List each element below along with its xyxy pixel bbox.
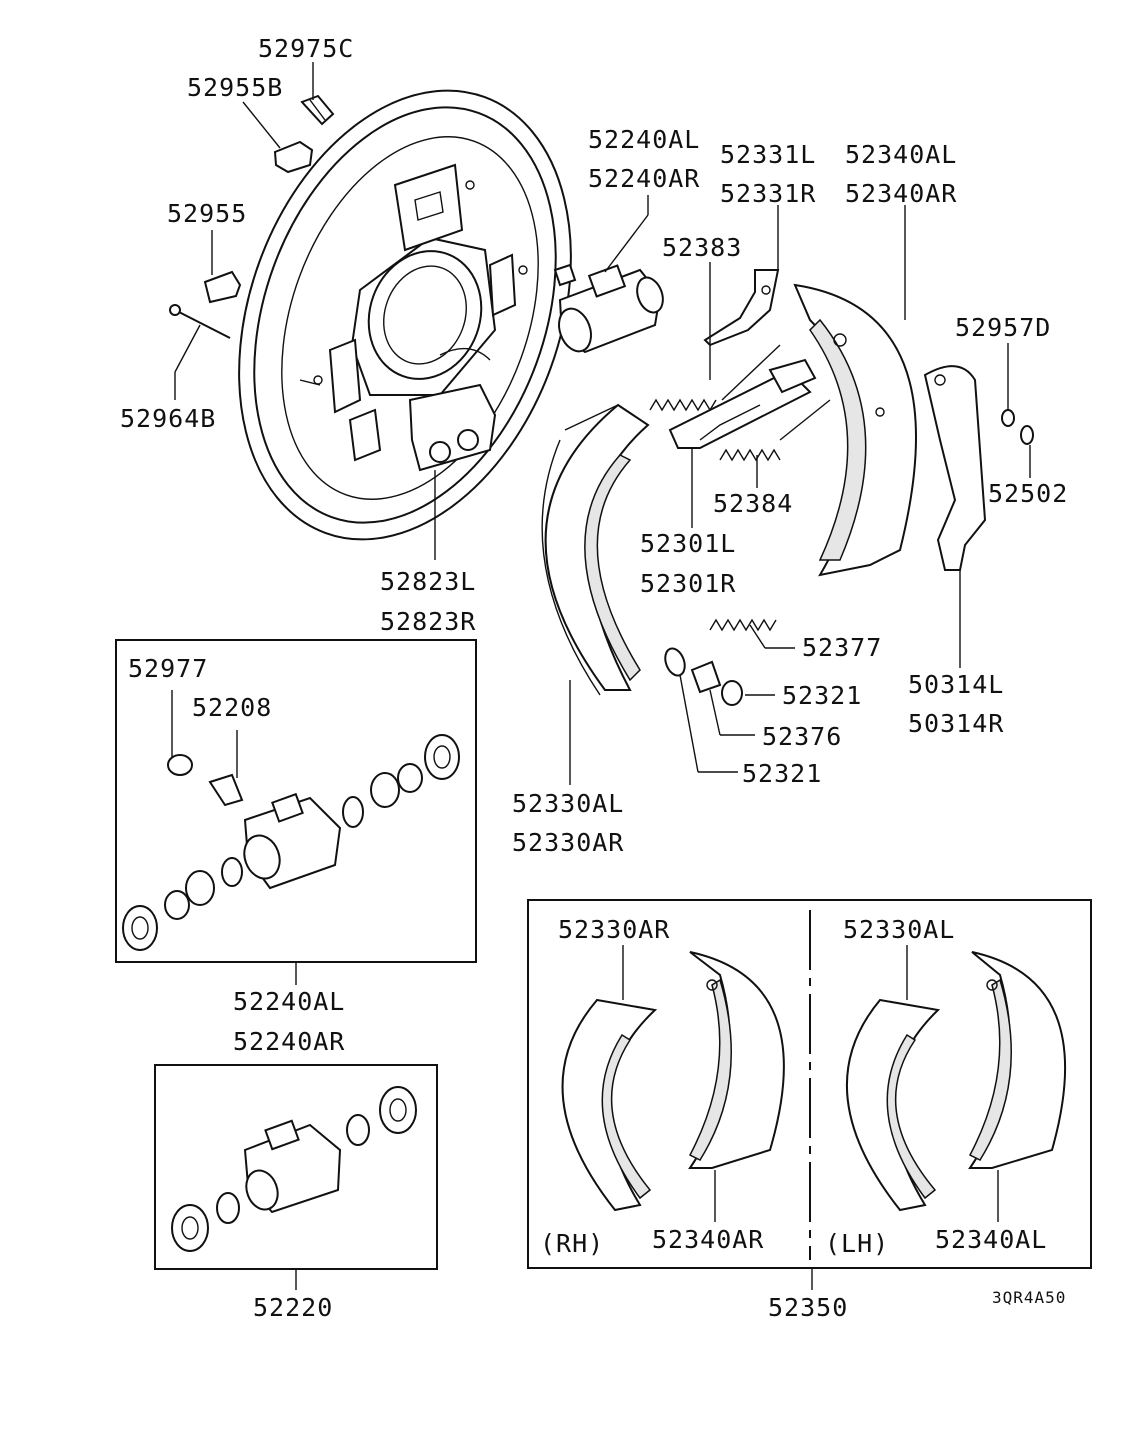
diagram-code: 3QR4A50 [992, 1288, 1066, 1307]
spring-52383 [649, 344, 781, 412]
cap-52955B [273, 140, 314, 174]
clip-52957D [1001, 409, 1015, 427]
spring-52384 [719, 399, 831, 462]
label-52330AR-mid: 52330AR [512, 828, 624, 857]
label-52823R: 52823R [380, 607, 476, 636]
label-50314L: 50314L [908, 670, 1004, 699]
label-52240AL-kit: 52240AL [233, 987, 345, 1016]
wheel-cylinder-assembly [553, 263, 664, 354]
label-52955B: 52955B [187, 73, 283, 102]
label-lh: (LH) [825, 1229, 889, 1258]
wheel-cylinder-kit-parts [122, 734, 460, 951]
plug-52955 [203, 270, 242, 304]
washer-52502 [1020, 425, 1034, 445]
wheel-cylinder-52220-parts [171, 1086, 417, 1252]
label-52383: 52383 [662, 233, 742, 262]
label-52330AL-box: 52330AL [843, 915, 955, 944]
label-52977: 52977 [128, 654, 208, 683]
label-52240AR-top: 52240AR [588, 164, 700, 193]
part-labels: 52975C 52955B 52955 52964B 52823L 52823R… [120, 34, 1068, 1322]
label-52340AL-top: 52340AL [845, 140, 957, 169]
label-52340AR-box: 52340AR [652, 1225, 764, 1254]
label-52823L: 52823L [380, 567, 476, 596]
shoe-set-lh [845, 951, 1067, 1212]
adjuster-strut-52301 [668, 358, 817, 449]
label-52321-b: 52321 [742, 759, 822, 788]
label-52330AR-box: 52330AR [558, 915, 670, 944]
label-52330AL-mid: 52330AL [512, 789, 624, 818]
bleeder-screw-52975C [300, 94, 335, 126]
label-52321-a: 52321 [782, 681, 862, 710]
label-52208: 52208 [192, 693, 272, 722]
spring-52377 [709, 618, 777, 632]
leader-lines [171, 62, 1031, 1290]
label-52350: 52350 [768, 1293, 848, 1322]
label-52384: 52384 [713, 489, 793, 518]
label-52964B: 52964B [120, 404, 216, 433]
label-52957D: 52957D [955, 313, 1051, 342]
label-52331R: 52331R [720, 179, 816, 208]
shoe-set-rh [561, 951, 785, 1212]
label-52340AR-top: 52340AR [845, 179, 957, 208]
label-52975C: 52975C [258, 34, 354, 63]
label-52955: 52955 [167, 199, 247, 228]
label-52377: 52377 [802, 633, 882, 662]
label-50314R: 50314R [908, 709, 1004, 738]
label-52301L: 52301L [640, 529, 736, 558]
label-52240AL-top: 52240AL [588, 125, 700, 154]
label-52301R: 52301R [640, 569, 736, 598]
label-52340AL-box: 52340AL [935, 1225, 1047, 1254]
label-52240AR-kit: 52240AR [233, 1027, 345, 1056]
parking-lever-50314 [923, 365, 987, 571]
label-52220: 52220 [253, 1293, 333, 1322]
shoe-set-box [527, 899, 1092, 1269]
brake-shoe-52340 [793, 283, 917, 577]
adjuster-lever-52331 [703, 269, 780, 347]
spring-52376 [690, 660, 722, 694]
backing-plate [238, 89, 572, 541]
pin-52964B [169, 304, 231, 339]
label-52502: 52502 [988, 479, 1068, 508]
label-52331L: 52331L [720, 140, 816, 169]
label-52376: 52376 [762, 722, 842, 751]
brake-shoe-52330 [541, 403, 650, 696]
label-rh: (RH) [540, 1229, 604, 1258]
